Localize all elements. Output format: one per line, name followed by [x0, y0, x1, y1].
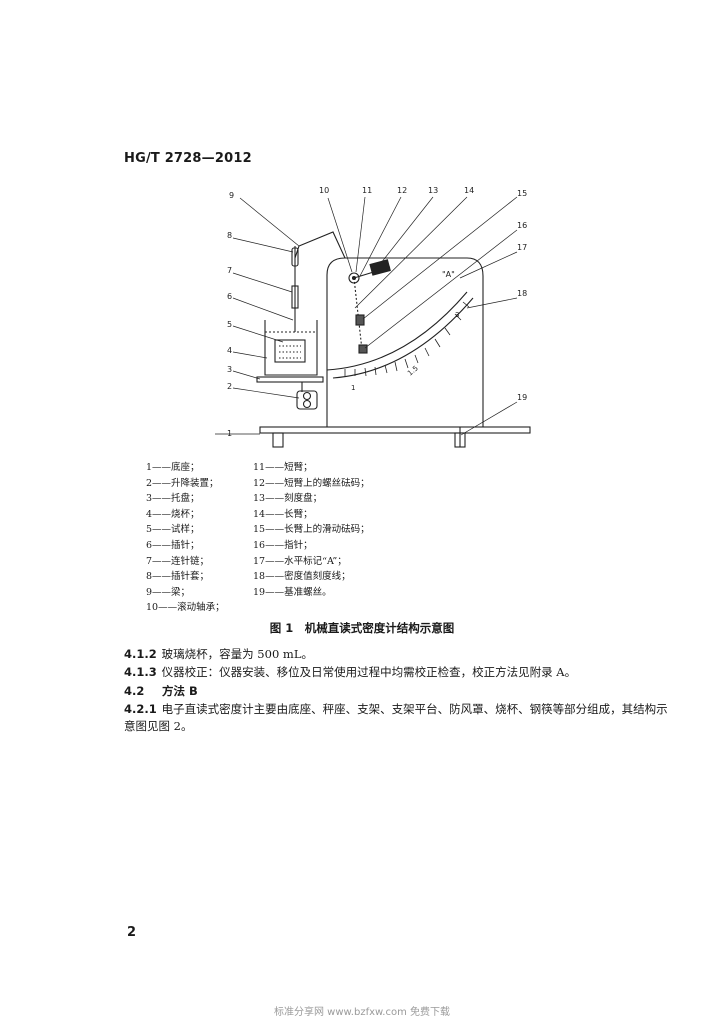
legend-item: 1——底座； — [146, 462, 200, 473]
clause-number: 4.2 — [124, 684, 145, 698]
legend-item: 3——托盘； — [146, 493, 200, 505]
callout-18: 18 — [517, 289, 527, 298]
legend-item: 9——梁； — [146, 586, 191, 598]
callout-12: 12 — [397, 186, 407, 195]
beaker — [264, 320, 318, 376]
standard-code-header: HG/T 2728—2012 — [124, 151, 252, 166]
section-title: 方法 B — [162, 684, 198, 698]
legend-item: 12——短臂上的螺丝砝码； — [253, 477, 370, 489]
paragraph-4-1-2: 4.1.2 玻璃烧杯，容量为 500 mL。 — [124, 646, 313, 662]
figure-legend-right: 11——短臂； 12——短臂上的螺丝砝码； 13——刻度盘； 14——长臂； 1… — [253, 460, 370, 600]
callout-7: 7 — [227, 266, 232, 275]
density-meter-diagram: 1 1.5 3 "A" 9 8 7 6 5 4 3 2 1 10 11 1 — [215, 186, 531, 448]
tray — [256, 376, 324, 383]
short-arm-weight — [369, 259, 391, 276]
paragraph-4-2-1: 4.2.1 电子直读式密度计主要由底座、秤座、支架、支架平台、防风罩、烧杯、钢筷… — [124, 701, 668, 717]
base-foot-left — [272, 432, 284, 448]
legend-item: 16——指针； — [253, 539, 313, 551]
clause-number: 4.1.3 — [124, 665, 157, 679]
scale-label-1: 1 — [351, 384, 355, 392]
legend-item: 4——烧杯； — [146, 508, 200, 520]
level-mark-A: "A" — [442, 270, 455, 279]
clause-number: 4.1.2 — [124, 647, 157, 661]
legend-item: 7——连针链； — [146, 555, 210, 567]
sliding-weight — [355, 314, 365, 326]
clause-text: 仪器校正：仪器安装、移位及日常使用过程中均需校正检查，校正方法见附录 A。 — [161, 665, 577, 679]
callout-6: 6 — [227, 292, 232, 301]
section-heading-4-2: 4.2 方法 B — [124, 683, 198, 699]
clause-text: 玻璃烧杯，容量为 500 mL。 — [161, 647, 313, 661]
legend-item: 19——基准螺丝。 — [253, 586, 332, 598]
legend-item: 18——密度值刻度线； — [253, 571, 351, 583]
callout-5: 5 — [227, 320, 232, 329]
needle-sleeve — [291, 247, 299, 267]
legend-item: 15——长臂上的滑动砝码； — [253, 524, 370, 536]
legend-item: 14——长臂； — [253, 508, 313, 520]
legend-item: 17——水平标记“A”； — [253, 555, 347, 567]
legend-item: 6——插针； — [146, 539, 200, 551]
paragraph-4-1-3: 4.1.3 仪器校正：仪器安装、移位及日常使用过程中均需校正检查，校正方法见附录… — [124, 664, 576, 680]
callout-1: 1 — [227, 429, 232, 438]
callout-2: 2 — [227, 382, 232, 391]
callout-19: 19 — [517, 393, 527, 402]
figure-caption: 图 1 机械直读式密度计结构示意图 — [269, 621, 455, 635]
figure-legend-left: 1——底座； 2——升降装置； 3——托盘； 4——烧杯； 5——试样； 6——… — [146, 460, 225, 616]
legend-item: 11——短臂； — [253, 462, 313, 473]
callout-8: 8 — [227, 231, 232, 240]
legend-item: 13——刻度盘； — [253, 493, 323, 505]
callout-13: 13 — [428, 186, 438, 195]
callout-9: 9 — [229, 191, 234, 200]
sample — [274, 339, 306, 363]
clause-number: 4.2.1 — [124, 702, 157, 716]
scale-dial — [326, 291, 468, 371]
callout-10: 10 — [319, 186, 329, 195]
lifting-device — [296, 390, 318, 410]
scale-label-1-5: 1.5 — [406, 364, 420, 377]
callout-11: 11 — [362, 186, 372, 195]
housing — [326, 257, 484, 427]
beam — [294, 231, 346, 259]
rolling-bearing — [348, 272, 360, 284]
callout-16: 16 — [517, 221, 527, 230]
base — [259, 426, 531, 434]
clause-text: 电子直读式密度计主要由底座、秤座、支架、支架平台、防风罩、烧杯、钢筷等部分组成，… — [161, 702, 668, 716]
page-number: 2 — [127, 925, 137, 940]
callout-14: 14 — [464, 186, 474, 195]
scale-label-3: 3 — [455, 311, 459, 319]
paragraph-4-2-1-continued: 意图见图 2。 — [124, 719, 193, 733]
legend-item: 8——插针套； — [146, 571, 210, 583]
callout-17: 17 — [517, 243, 527, 252]
needle-chain — [291, 285, 299, 309]
legend-item: 2——升降装置； — [146, 477, 219, 489]
callout-3: 3 — [227, 365, 232, 374]
legend-item: 5——试样； — [146, 524, 200, 536]
callout-4: 4 — [227, 346, 232, 355]
footer-watermark: 标准分享网 www.bzfxw.com 免费下载 — [274, 1007, 450, 1018]
callout-15: 15 — [517, 189, 527, 198]
legend-item: 10——滚动轴承； — [146, 602, 225, 614]
